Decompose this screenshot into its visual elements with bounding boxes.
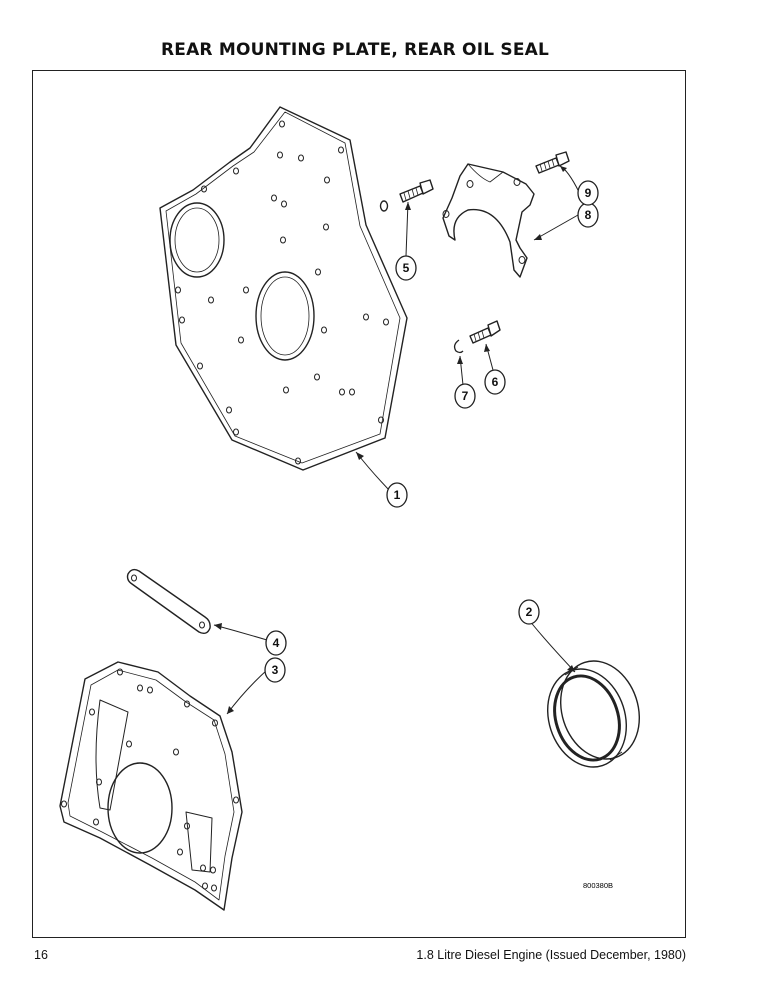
callout-6: 6 — [492, 375, 499, 389]
callout-9: 9 — [585, 186, 592, 200]
callout-2: 2 — [526, 605, 533, 619]
bolt-9 — [535, 151, 570, 174]
bolt-5 — [379, 179, 434, 212]
callout-5: 5 — [403, 261, 410, 275]
callout-5-circle — [395, 255, 417, 281]
callout-3: 3 — [272, 663, 279, 677]
callout-1-circle — [386, 482, 408, 508]
gasket-3 — [59, 661, 243, 911]
callout-2-circle — [518, 599, 540, 625]
callout-8: 8 — [585, 208, 592, 222]
callout-1: 1 — [394, 488, 401, 502]
page-number: 16 — [34, 948, 48, 962]
callout-3-circle — [264, 657, 286, 683]
diagram-frame — [32, 70, 686, 938]
figure-reference: 800380B — [583, 881, 613, 890]
rear-oil-seal-2 — [546, 660, 641, 768]
bolt-6 — [469, 320, 501, 344]
washer-7 — [453, 339, 464, 354]
callout-7: 7 — [462, 389, 469, 403]
callout-7-circle — [454, 383, 476, 409]
leader-arrowheads — [214, 166, 575, 714]
manual-footer: 1.8 Litre Diesel Engine (Issued December… — [416, 948, 686, 962]
callout-9-circle — [577, 180, 599, 206]
callout-4-circle — [265, 630, 287, 656]
leader-lines — [213, 165, 580, 715]
callout-4: 4 — [273, 636, 280, 650]
callout-6-circle — [484, 369, 506, 395]
page-title: REAR MOUNTING PLATE, REAR OIL SEAL — [160, 40, 550, 60]
rear-mounting-plate — [159, 106, 408, 471]
strap-4 — [126, 568, 211, 635]
oil-seal-retainer-8 — [442, 163, 535, 278]
